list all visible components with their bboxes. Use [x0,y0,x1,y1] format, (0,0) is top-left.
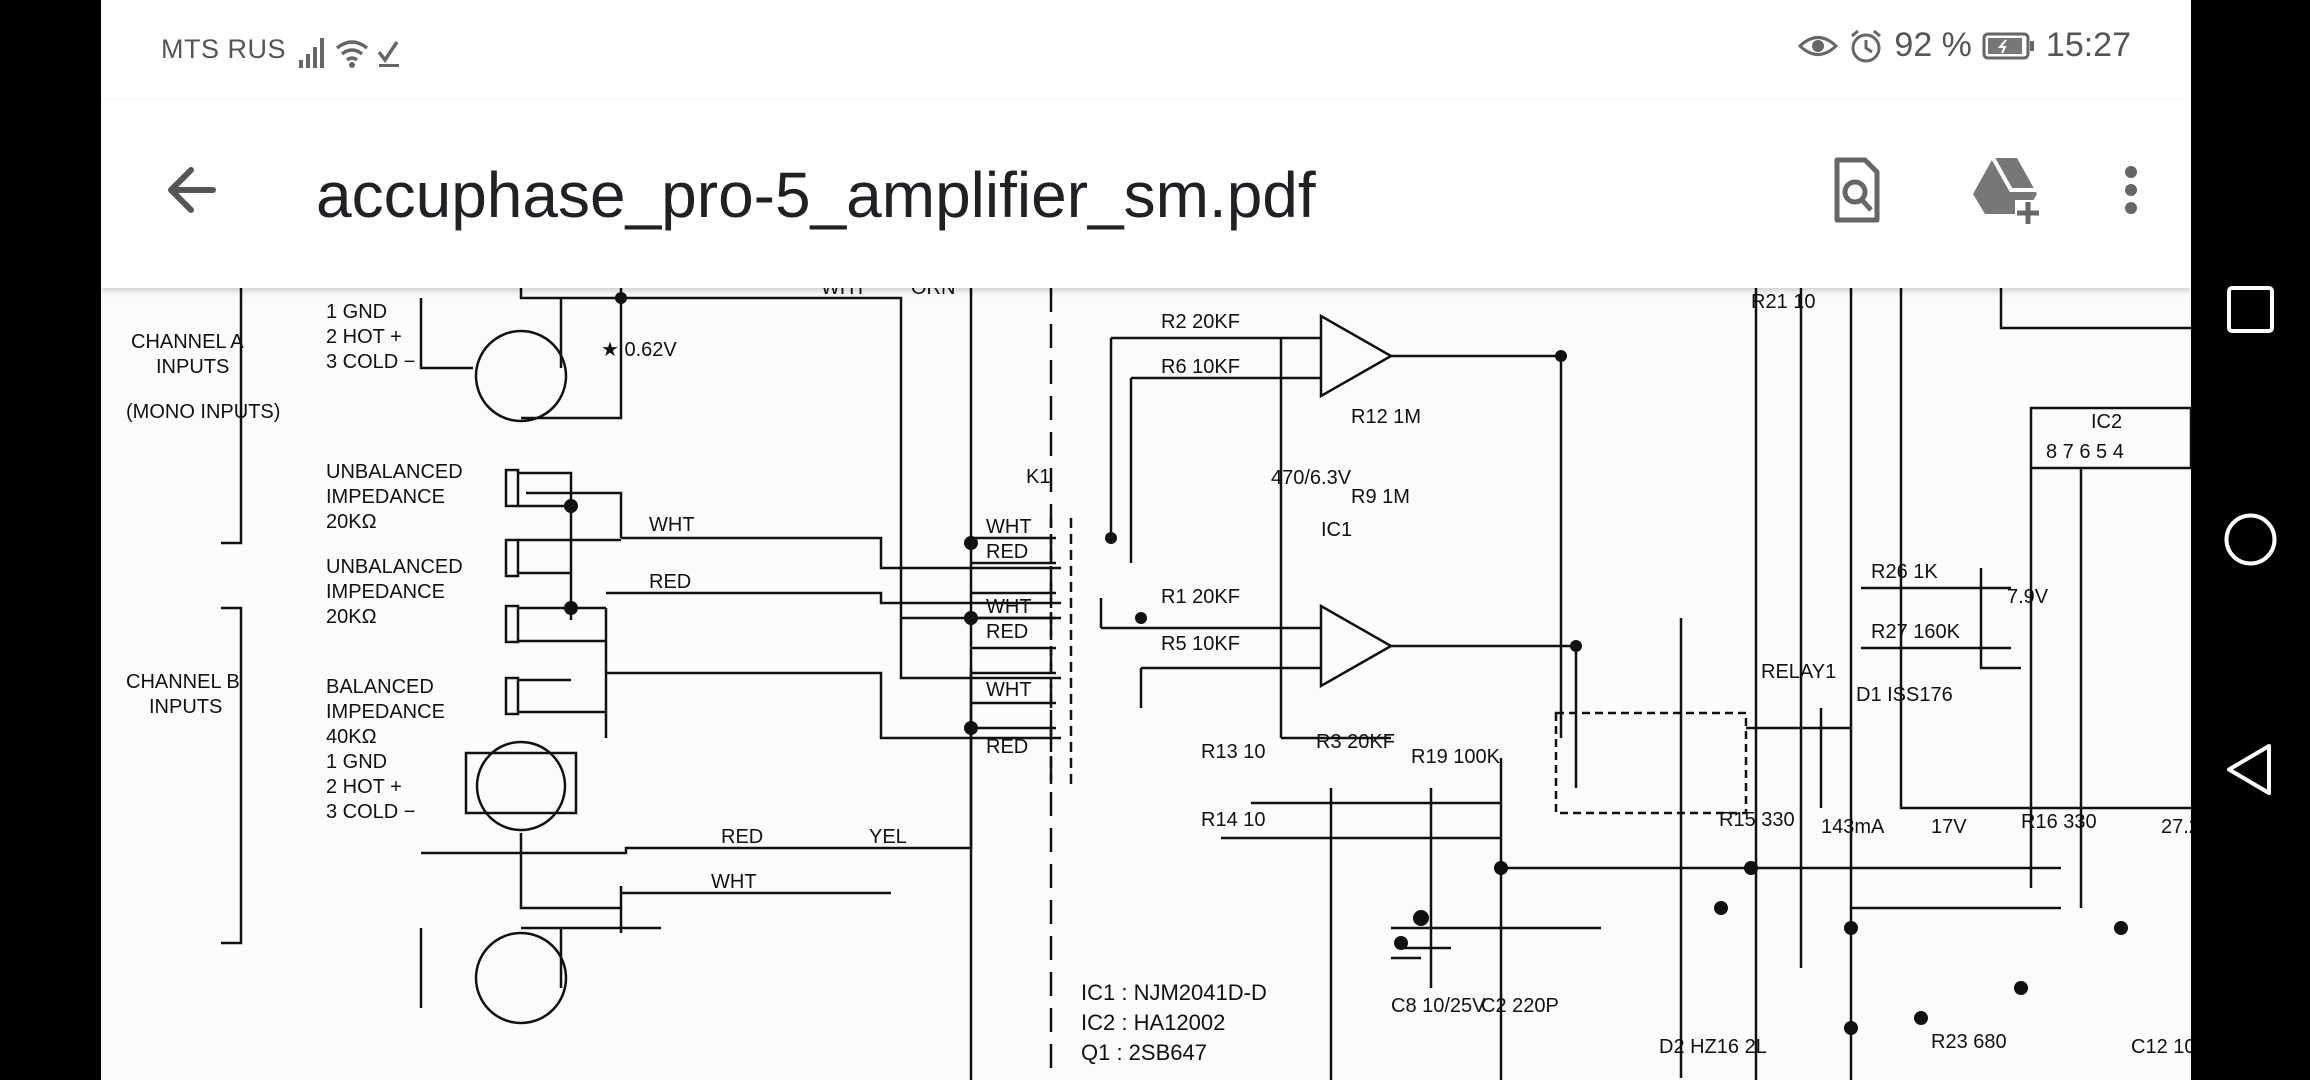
component-label: C12 1000/35V [2131,1036,2191,1058]
wire-label: WHT [649,514,695,536]
component-label: IC2 [2091,411,2122,433]
component-label: R3 20KF [1316,731,1395,753]
eye-icon [1798,35,1839,56]
component-label: R1 20KF [1161,586,1240,608]
component-label: R14 10 [1201,809,1266,831]
connector-label: RED [986,541,1028,563]
schematic-diagram: CHANNEL A INPUTS (MONO INPUTS) 1 GND 2 H… [126,277,2191,1080]
label-mono-inputs: (MONO INPUTS) [126,401,280,423]
component-label: 470/6.3V [1271,467,1352,489]
find-in-document-icon[interactable] [1817,150,1897,230]
alarm-icon [1851,29,1882,62]
add-to-drive-icon[interactable] [1965,150,2045,230]
label-bal: 1 GND [326,751,387,773]
label-channel-a-inputs: INPUTS [156,356,229,378]
component-label: R16 330 [2021,811,2097,833]
label-channel-b: CHANNEL B [126,671,240,693]
document-title: accuphase_pro-5_amplifier_sm.pdf [316,159,1316,231]
component-label: R12 1M [1351,406,1421,428]
connector-label: K1 [1026,466,1050,488]
component-label: 8 7 6 5 4 [2046,441,2124,463]
component-label: RELAY1 [1761,661,1836,683]
carrier-name: MTS RUS [161,34,286,64]
legend-line: Q1 : 2SB647 [1081,1040,1207,1065]
component-label: R21 10 [1751,291,1816,313]
label-unbal: IMPEDANCE [326,486,445,508]
app-bar: accuphase_pro-5_amplifier_sm.pdf [101,100,2191,288]
clock: 15:27 [2045,26,2131,64]
component-label: R15 330 [1719,809,1795,831]
label-unbal: 20KΩ [326,511,377,533]
status-bar: MTS RUS 92 % 15:27 [101,0,2191,100]
component-label: 17V [1931,816,1967,838]
connector-label: RED [986,736,1028,758]
connector-label: WHT [986,679,1032,701]
more-vert-icon[interactable] [2091,150,2171,230]
label-pin: 1 GND [326,301,387,323]
label-channel-b-inputs: INPUTS [149,696,222,718]
legend-line: IC1 : NJM2041D-D [1081,980,1267,1005]
label-bal: BALANCED [326,676,434,698]
connector-label: WHT [986,516,1032,538]
label-channel-a: CHANNEL A [131,331,244,353]
phone-screen: MTS RUS 92 % 15:27 accuphase_pro-5_ampli… [101,0,2191,1080]
component-label: R26 1K [1871,561,1938,583]
component-label: 7.9V [2007,586,2049,608]
status-right: 92 % 15:27 [1798,26,2131,65]
label-unbal: IMPEDANCE [326,581,445,603]
component-label: D2 HZ16 2L [1659,1036,1767,1058]
wire-label: RED [649,571,691,593]
component-label: R13 10 [1201,741,1266,763]
connector-label: RED [986,621,1028,643]
pdf-page-viewport[interactable]: CHANNEL A INPUTS (MONO INPUTS) 1 GND 2 H… [101,277,2191,1080]
battery-icon [1982,32,2034,59]
label-pin: 3 COLD − [326,351,415,373]
component-label: R6 10KF [1161,356,1240,378]
label-unbal: 20KΩ [326,606,377,628]
signal-wifi-icons [299,38,399,68]
label-unbal: UNBALANCED [326,556,463,578]
component-label: C2 220P [1481,995,1559,1017]
label-voltage: ★ 0.62V [601,339,677,361]
component-label: R9 1M [1351,486,1410,508]
home-icon[interactable] [2191,480,2310,599]
connector-label: WHT [986,596,1032,618]
system-navigation-bar [2191,0,2310,1080]
battery-percent: 92 % [1894,26,1972,64]
label-bal: 3 COLD − [326,801,415,823]
wire-label: WHT [711,871,757,893]
wire-label: WHT [821,288,867,299]
back-nav-icon[interactable] [2191,710,2310,829]
label-bal: 2 HOT + [326,776,402,798]
component-label: D1 ISS176 [1856,684,1953,706]
component-label: R2 20KF [1161,311,1240,333]
recents-icon[interactable] [2191,250,2310,369]
arrow-back-icon[interactable] [155,150,235,230]
component-label: R23 680 [1931,1031,2007,1053]
label-unbal: UNBALANCED [326,461,463,483]
wire-label: ORN [911,288,955,299]
legend-line: IC2 : HA12002 [1081,1010,1225,1035]
component-label: 27.2V [2161,816,2191,838]
component-label: IC1 [1321,519,1352,541]
component-label: 143mA [1821,816,1885,838]
label-bal: 40KΩ [326,726,377,748]
label-pin: 2 HOT + [326,326,402,348]
component-label: R5 10KF [1161,633,1240,655]
component-label: R19 100K [1411,746,1501,768]
component-label: C8 10/25V [1391,995,1486,1017]
component-label: R27 160K [1871,621,1961,643]
label-bal: IMPEDANCE [326,701,445,723]
wire-label: YEL [869,826,907,848]
wire-label: RED [721,826,763,848]
